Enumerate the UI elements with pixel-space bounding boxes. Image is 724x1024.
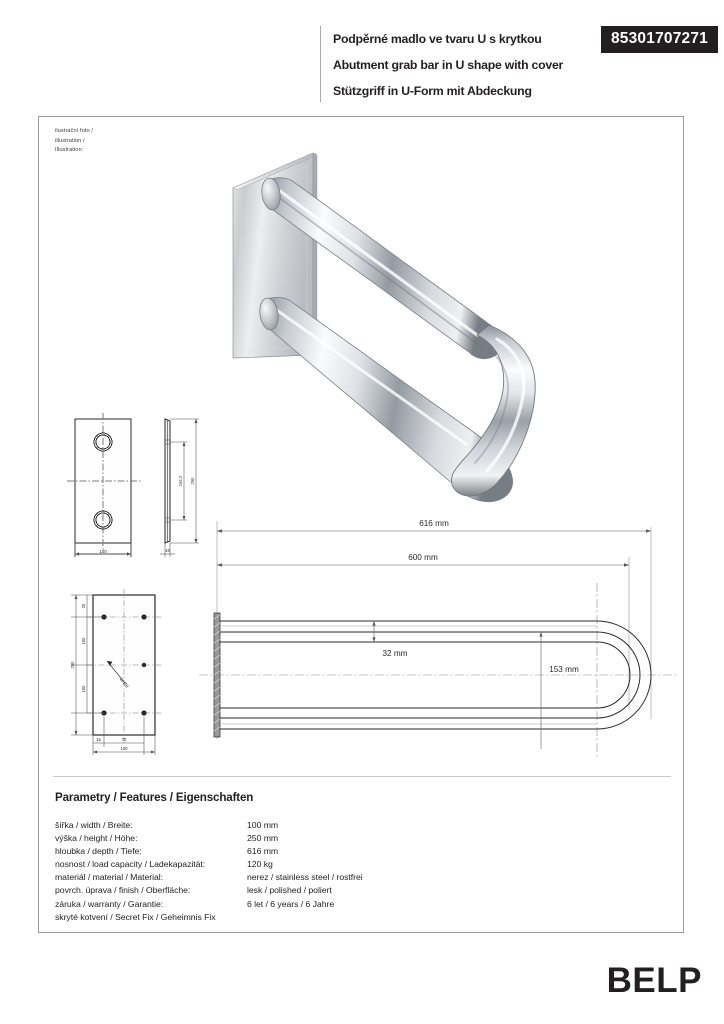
- plan-dim-tube: 32 mm: [382, 649, 407, 658]
- param-key: záruka / warranty / Garantie:: [55, 898, 164, 909]
- param-key: šířka / width / Breite:: [55, 820, 133, 830]
- photo-lower-arm-and-bend: [259, 296, 513, 503]
- param-key: hloubka / depth / Tiefe:: [55, 846, 142, 857]
- table-row: materiál / material / Material: nerez / …: [55, 871, 363, 884]
- param-value: 250 mm: [247, 833, 279, 844]
- hole-pattern-hole-spacing: 70: [122, 737, 127, 742]
- param-value: nerez / stainless steel / rostfrei: [247, 872, 363, 883]
- parameters-heading: Parametry / Features / Eigenschaften: [55, 791, 254, 804]
- product-title-cs: Podpěrné madlo ve tvaru U s krytkou: [333, 32, 542, 46]
- photo-upper-arm: [261, 177, 503, 360]
- header-vertical-rule: [320, 26, 321, 102]
- plan-dim-inner: 600 mm: [408, 553, 438, 562]
- plan-dim-spread: 153 mm: [549, 665, 579, 674]
- table-row: nosnost / load capacity / Ladekapazität:…: [55, 858, 363, 871]
- product-code-badge: 85301707271: [600, 26, 718, 53]
- param-key: výška / height / Höhe:: [55, 833, 138, 844]
- section-divider: [53, 776, 671, 777]
- side-plate-thickness-label: 16: [165, 548, 170, 553]
- hole-pattern-top-offset: 25: [81, 603, 86, 608]
- photo-u-bend: [451, 324, 536, 497]
- side-plate-inner-label: 164,2: [178, 475, 183, 486]
- table-row: výška / height / Höhe: 250 mm: [55, 832, 363, 845]
- hole-pattern-spacing-top: 100: [81, 637, 86, 645]
- table-row: skryté kotvení / Secret Fix / Geheimnis …: [55, 911, 363, 924]
- param-value: 120 kg: [247, 859, 273, 870]
- content-frame: ilustrační foto / illustration / Illustr…: [38, 116, 684, 933]
- brand-logo: BELP: [606, 961, 702, 1000]
- drawing-side-plate: 164,2 250 16: [149, 413, 219, 563]
- param-key: povrch. úprava / finish / Oberfläche:: [55, 885, 191, 896]
- product-photo: [221, 139, 566, 504]
- table-row: hloubka / depth / Tiefe: 616 mm: [55, 845, 363, 858]
- param-value: 6 let / 6 years / 6 Jahre: [247, 898, 335, 909]
- front-plate-width-label: 100: [99, 549, 107, 554]
- drawing-front-plate: 100: [57, 413, 177, 563]
- hole-pattern-spacing-bottom: 100: [81, 685, 86, 693]
- illustration-caption: ilustrační foto / illustration / Illustr…: [55, 128, 94, 153]
- param-value: 100 mm: [247, 820, 279, 830]
- hole-pattern-edge-offset: 15: [96, 737, 101, 742]
- header-title-block: Podpěrné madlo ve tvaru U s krytkou Abut…: [333, 26, 583, 104]
- param-value: 616 mm: [247, 846, 279, 857]
- table-row: záruka / warranty / Garantie: 6 let / 6 …: [55, 898, 363, 911]
- product-title-de: Stützgriff in U-Form mit Abdeckung: [333, 84, 532, 98]
- drawing-hole-pattern: 4x Ø8 25 100 100 25: [57, 587, 187, 759]
- param-value: lesk / polished / poliert: [247, 885, 332, 896]
- param-key: skryté kotvení / Secret Fix / Geheimnis …: [55, 911, 216, 922]
- side-plate-height-label: 250: [190, 477, 195, 485]
- plan-dim-overall: 616 mm: [419, 519, 449, 528]
- page-header: Podpěrné madlo ve tvaru U s krytkou Abut…: [0, 0, 724, 112]
- hole-pattern-total-width: 100: [121, 746, 129, 751]
- product-title-en: Abutment grab bar in U shape with cover: [333, 58, 564, 72]
- param-key: nosnost / load capacity / Ladekapazität:: [55, 859, 206, 870]
- hole-pattern-total-height: 250: [70, 661, 75, 669]
- param-key: materiál / material / Material:: [55, 872, 164, 883]
- drawing-plan-view: 616 mm 600 mm: [199, 509, 679, 761]
- hole-pattern-callout: 4x Ø8: [118, 676, 130, 689]
- table-row: povrch. úprava / finish / Oberfläche: le…: [55, 884, 363, 897]
- table-row: šířka / width / Breite: 100 mm: [55, 819, 363, 832]
- parameters-table: šířka / width / Breite: 100 mm výška / h…: [55, 819, 363, 924]
